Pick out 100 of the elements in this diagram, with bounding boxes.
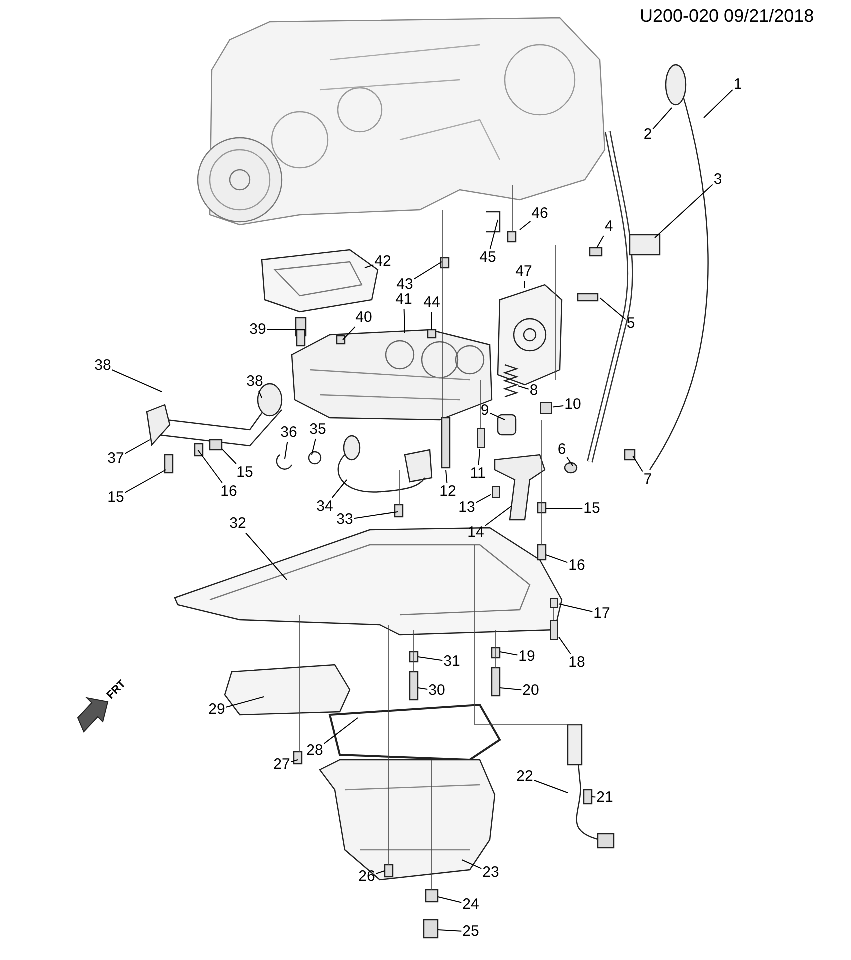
callout-number: 44 xyxy=(424,295,440,311)
callout-number: 1 xyxy=(734,77,742,93)
callout-number: 40 xyxy=(356,310,372,326)
callout-number: 35 xyxy=(310,422,326,438)
leader-line xyxy=(312,438,316,456)
callout-number: 30 xyxy=(428,683,446,699)
fastener-icon xyxy=(477,428,485,448)
fastener-icon xyxy=(492,486,500,498)
callout-number: 20 xyxy=(522,683,540,699)
leader-line xyxy=(124,440,150,454)
callout-number: 47 xyxy=(516,264,532,280)
leader-line xyxy=(418,656,444,662)
callout-number: 15 xyxy=(236,465,254,481)
callout-number: 25 xyxy=(462,924,480,940)
leader-line xyxy=(652,108,672,130)
leader-line xyxy=(632,456,644,472)
callout-number: 46 xyxy=(532,206,548,222)
callout-number: 17 xyxy=(594,606,610,622)
callout-number: 19 xyxy=(518,649,536,665)
leader-line xyxy=(332,480,348,498)
leader-line xyxy=(324,718,358,744)
callout-number: 22 xyxy=(516,769,534,785)
callout-number: 7 xyxy=(644,472,652,488)
callout-number: 16 xyxy=(220,484,238,500)
leader-line xyxy=(546,508,584,510)
leader-line xyxy=(596,236,604,248)
leader-line xyxy=(418,688,428,690)
callout-number: 8 xyxy=(530,383,538,399)
leader-line xyxy=(558,604,594,612)
leader-line xyxy=(546,554,568,564)
callout-number: 38 xyxy=(246,374,264,390)
leader-line xyxy=(518,386,530,390)
callout-number: 16 xyxy=(568,558,586,574)
leader-line xyxy=(566,457,574,466)
leader-line xyxy=(558,636,572,654)
callout-number: 21 xyxy=(596,790,614,806)
callout-number: 13 xyxy=(458,500,476,516)
leader-line xyxy=(245,532,288,580)
callout-number: 4 xyxy=(604,219,614,235)
leader-line xyxy=(446,470,448,484)
callout-number: 27 xyxy=(274,757,290,773)
callout-number: 32 xyxy=(230,516,246,532)
leader-line xyxy=(490,412,506,420)
callout-number: 15 xyxy=(584,501,600,517)
leader-line xyxy=(484,506,512,526)
leader-line xyxy=(364,264,374,268)
leader-line xyxy=(414,262,442,280)
callout-number: 18 xyxy=(568,655,586,671)
callout-number: 28 xyxy=(306,743,324,759)
callout-number: 10 xyxy=(564,397,582,413)
callout-number: 5 xyxy=(626,316,636,332)
callout-number: 45 xyxy=(480,250,496,266)
leader-line xyxy=(500,652,518,656)
leader-line xyxy=(198,450,223,484)
leader-line xyxy=(476,494,492,504)
leader-line xyxy=(124,470,166,494)
leader-line xyxy=(438,896,462,904)
callout-number: 14 xyxy=(468,525,484,541)
leader-line xyxy=(552,406,564,408)
leader-line xyxy=(500,688,522,691)
callout-number: 12 xyxy=(440,484,456,500)
callout-number: 23 xyxy=(482,865,500,881)
fastener-icon xyxy=(550,598,558,608)
callout-number: 39 xyxy=(250,322,266,338)
leader-line xyxy=(404,308,406,334)
leader-line xyxy=(342,326,356,340)
callout-number: 15 xyxy=(108,490,124,506)
leader-line xyxy=(258,390,262,398)
leader-line xyxy=(438,930,462,932)
leader-line xyxy=(478,448,481,466)
callout-number: 38 xyxy=(94,358,112,374)
callout-number: 43 xyxy=(396,277,414,293)
leader-line xyxy=(490,220,498,250)
leader-line xyxy=(524,280,526,288)
callout-number: 41 xyxy=(396,292,412,308)
callout-number: 42 xyxy=(374,254,392,270)
callout-number: 24 xyxy=(462,897,480,913)
leader-line xyxy=(462,860,482,870)
callout-number: 2 xyxy=(644,127,652,143)
callout-number: 11 xyxy=(470,466,486,482)
leader-line xyxy=(290,760,298,763)
callout-number: 6 xyxy=(558,442,566,458)
leader-line xyxy=(592,796,596,798)
callout-number: 33 xyxy=(336,512,354,528)
leader-line xyxy=(112,370,162,392)
fastener-icon xyxy=(550,620,558,640)
callout-number: 34 xyxy=(316,499,334,515)
leader-line xyxy=(284,442,288,460)
callout-number: 9 xyxy=(480,403,490,419)
leader-line xyxy=(654,184,714,238)
leader-line xyxy=(376,870,386,874)
drawing-code: U200-020 09/21/2018 xyxy=(640,6,814,27)
callout-number: 37 xyxy=(108,451,124,467)
leader-line xyxy=(354,512,398,520)
leader-line xyxy=(704,90,734,118)
leader-line xyxy=(226,696,264,708)
leader-line xyxy=(222,448,237,464)
fastener-icon xyxy=(540,402,552,414)
leader-line xyxy=(534,780,568,794)
callout-number: 3 xyxy=(714,172,722,188)
